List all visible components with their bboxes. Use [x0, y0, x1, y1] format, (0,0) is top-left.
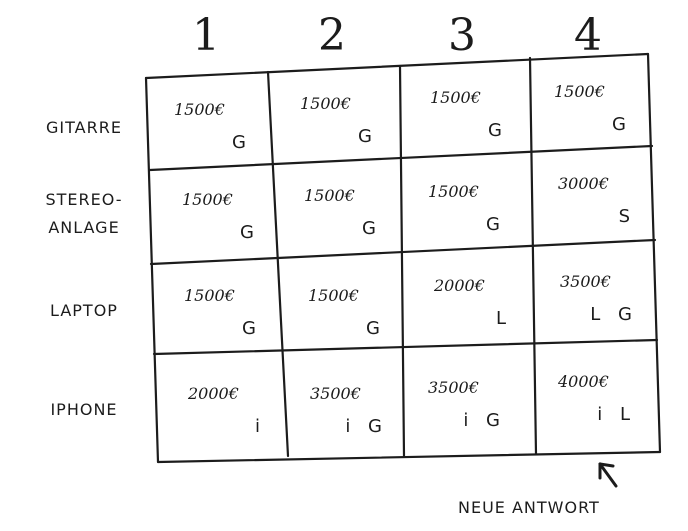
table-cell: 2000€ i — [164, 362, 284, 452]
column-number: 3 — [448, 10, 476, 61]
table-cell: 1500€ G — [284, 264, 404, 354]
item-codes: G — [358, 126, 378, 147]
price-value: 1500€ — [304, 186, 355, 205]
table-cell: 3500€ i G — [286, 362, 406, 452]
table-cell: 1500€ G — [160, 264, 280, 354]
item-codes: G — [362, 218, 382, 239]
table-cell: 1500€ G — [276, 72, 396, 162]
price-value: 2000€ — [188, 384, 239, 403]
item-codes: G — [240, 222, 260, 243]
price-value: 3500€ — [560, 272, 611, 291]
column-number: 1 — [192, 10, 220, 61]
column-number: 2 — [318, 10, 346, 61]
row-label-laptop: LAPTOP — [50, 301, 118, 320]
item-codes: S — [618, 206, 636, 227]
table-cell: 3000€ S — [534, 152, 654, 242]
price-value: 1500€ — [182, 190, 233, 209]
price-value: 1500€ — [554, 82, 605, 101]
price-value: 1500€ — [300, 94, 351, 113]
item-codes: G — [612, 114, 632, 135]
price-value: 4000€ — [558, 372, 609, 391]
item-codes: G — [486, 214, 506, 235]
table-cell: 3500€ i G — [404, 356, 524, 446]
item-codes: G — [366, 318, 386, 339]
price-value: 1500€ — [174, 100, 225, 119]
item-codes: G — [488, 120, 508, 141]
row-label-stereoanlage: STEREO- ANLAGE — [45, 190, 123, 237]
item-codes: i G — [345, 416, 388, 437]
price-value: 3500€ — [310, 384, 361, 403]
item-codes: G — [242, 318, 262, 339]
new-answer-annotation: NEUE ANTWORT — [458, 498, 600, 517]
table-cell: 2000€ L — [410, 254, 530, 344]
row-label-gitarre: GITARRE — [46, 118, 122, 137]
table-cell: 1500€ G — [406, 66, 526, 156]
item-codes: L G — [590, 304, 638, 325]
table-cell: 1500€ G — [404, 160, 524, 250]
price-value: 3000€ — [558, 174, 609, 193]
price-value: 1500€ — [184, 286, 235, 305]
item-codes: G — [232, 132, 252, 153]
price-value: 1500€ — [308, 286, 359, 305]
table-cell: 1500€ G — [150, 78, 270, 168]
table-cell: 4000€ i L — [534, 350, 654, 440]
table-cell: 1500€ G — [280, 164, 400, 254]
item-codes: i G — [463, 410, 506, 431]
price-value: 2000€ — [434, 276, 485, 295]
item-codes: i — [254, 416, 266, 437]
price-value: 3500€ — [428, 378, 479, 397]
item-codes: L — [495, 308, 512, 329]
item-codes: i L — [597, 404, 636, 425]
table-cell: 3500€ L G — [536, 250, 656, 340]
price-value: 1500€ — [428, 182, 479, 201]
table-cell: 1500€ G — [530, 60, 650, 150]
price-value: 1500€ — [430, 88, 481, 107]
column-number: 4 — [574, 10, 602, 61]
row-label-iphone: IPHONE — [50, 400, 118, 419]
table-cell: 1500€ G — [158, 168, 278, 258]
